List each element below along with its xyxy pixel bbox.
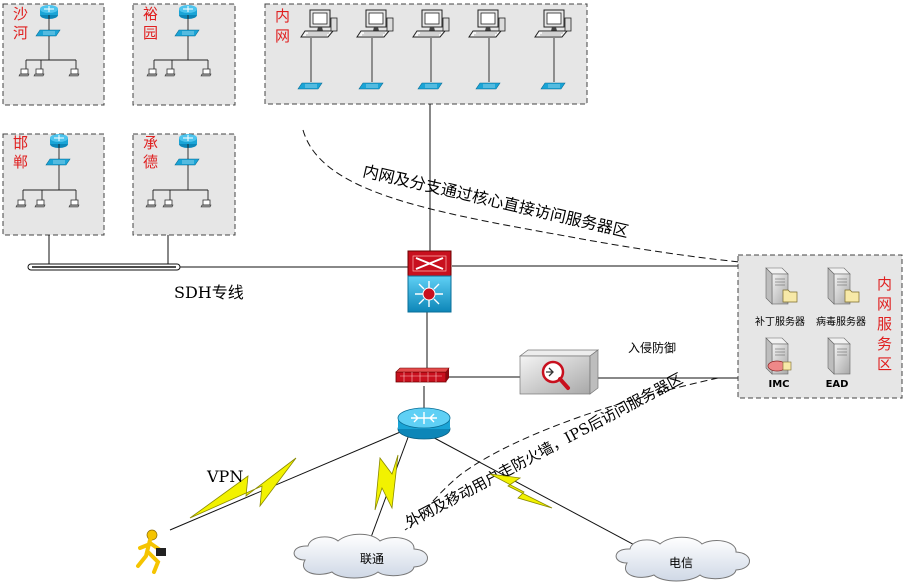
sdh-label: SDH专线 [174, 283, 244, 302]
server-zone: 内 网 服 务 区 补丁服务器 病毒服务器 IMC EAD [737, 254, 903, 399]
edge-router [397, 407, 451, 440]
ead-server: EAD [826, 337, 851, 390]
core-switch [407, 250, 452, 313]
folder-icon [844, 289, 860, 303]
server-zone-label-char: 务 [877, 335, 892, 353]
switch-icon [475, 82, 501, 90]
folder-icon [782, 289, 798, 303]
branch-label-line2: 郸 [13, 153, 28, 171]
antivirus-server: 病毒服务器 [816, 267, 866, 328]
core-path-curve [302, 129, 741, 263]
branch-label-line1: 裕 [143, 5, 158, 23]
server-label: IMC [768, 379, 789, 390]
switch-icon [35, 29, 61, 37]
branch-label-line1: 邯 [13, 134, 28, 152]
vpn-label: VPN [206, 467, 243, 486]
switch-icon [358, 82, 384, 90]
telecom-lightning-icon [489, 473, 553, 509]
switch-icon [45, 158, 71, 166]
ips-device [518, 349, 600, 395]
mobile-user-icon [136, 529, 166, 574]
vpn-lightning-icon [189, 457, 297, 519]
branch-chengde: 承 德 [132, 133, 236, 236]
server-label: 补丁服务器 [755, 315, 805, 328]
branch-shahe: 沙 河 [2, 3, 105, 106]
switch-icon [174, 29, 200, 37]
isp-label: 电信 [669, 556, 693, 570]
server-label: EAD [826, 379, 849, 390]
server-zone-label-char: 服 [877, 315, 892, 333]
branch-label-line2: 园 [143, 24, 158, 42]
telecom-cloud: 电信 [615, 536, 750, 582]
server-zone-label-char: 网 [877, 295, 892, 313]
firewall [395, 367, 450, 383]
unicom-cloud: 联通 [293, 533, 428, 579]
magnifier-icon [541, 360, 570, 390]
branch-label-line1: 沙 [13, 5, 28, 23]
sdh-bus [27, 263, 181, 271]
switch-icon [417, 82, 443, 90]
branch-handan: 邯 郸 [2, 133, 105, 236]
switch-icon [540, 82, 566, 90]
patch-server: 补丁服务器 [755, 267, 805, 328]
branch-label-line2: 德 [143, 153, 158, 171]
branch-label-line1: 承 [143, 134, 158, 152]
intranet-label-line2: 网 [275, 27, 290, 45]
unicom-lightning-icon [374, 454, 399, 511]
isp-label: 联通 [360, 552, 384, 566]
intranet-zone: 内 网 [264, 3, 588, 105]
imc-server: IMC [765, 337, 792, 390]
server-zone-label-char: 内 [877, 275, 892, 293]
branch-label-line2: 河 [13, 24, 28, 42]
branch-yuyuan: 裕 园 [132, 3, 236, 106]
external-path-curve [404, 377, 719, 531]
switch-icon [174, 158, 200, 166]
server-icon [827, 337, 851, 375]
switch-icon [297, 82, 323, 90]
intranet-label-line1: 内 [275, 7, 290, 25]
server-zone-label-char: 区 [877, 355, 892, 373]
ips-label: 入侵防御 [628, 340, 676, 355]
server-label: 病毒服务器 [816, 315, 866, 328]
